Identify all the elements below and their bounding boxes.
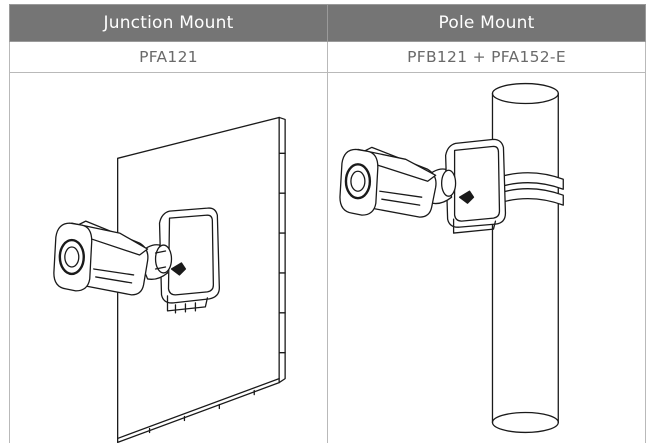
- bullet-camera: [53, 220, 149, 296]
- pole-mount-illustration-cell: [327, 72, 646, 443]
- model-junction-mount: PFA121: [9, 41, 328, 73]
- model-pole-mount: PFB121 + PFA152-E: [327, 41, 646, 73]
- header-row: Junction Mount Pole Mount: [9, 4, 646, 42]
- model-row: PFA121 PFB121 + PFA152-E: [9, 41, 646, 73]
- pole: [491, 82, 559, 434]
- pole-bracket-box: [444, 138, 507, 234]
- junction-box: [158, 207, 220, 314]
- mount-comparison-table: Junction Mount Pole Mount PFA121 PFB121 …: [9, 4, 646, 443]
- pole-bullet-camera: [339, 146, 437, 218]
- camera-pole-mount-icon: [339, 82, 564, 434]
- header-pole-mount: Pole Mount: [327, 4, 646, 42]
- header-junction-mount: Junction Mount: [9, 4, 328, 42]
- illustration-row: [9, 72, 646, 443]
- camera-wall-junction-mount-icon: [53, 116, 286, 443]
- junction-mount-illustration-cell: [9, 72, 328, 443]
